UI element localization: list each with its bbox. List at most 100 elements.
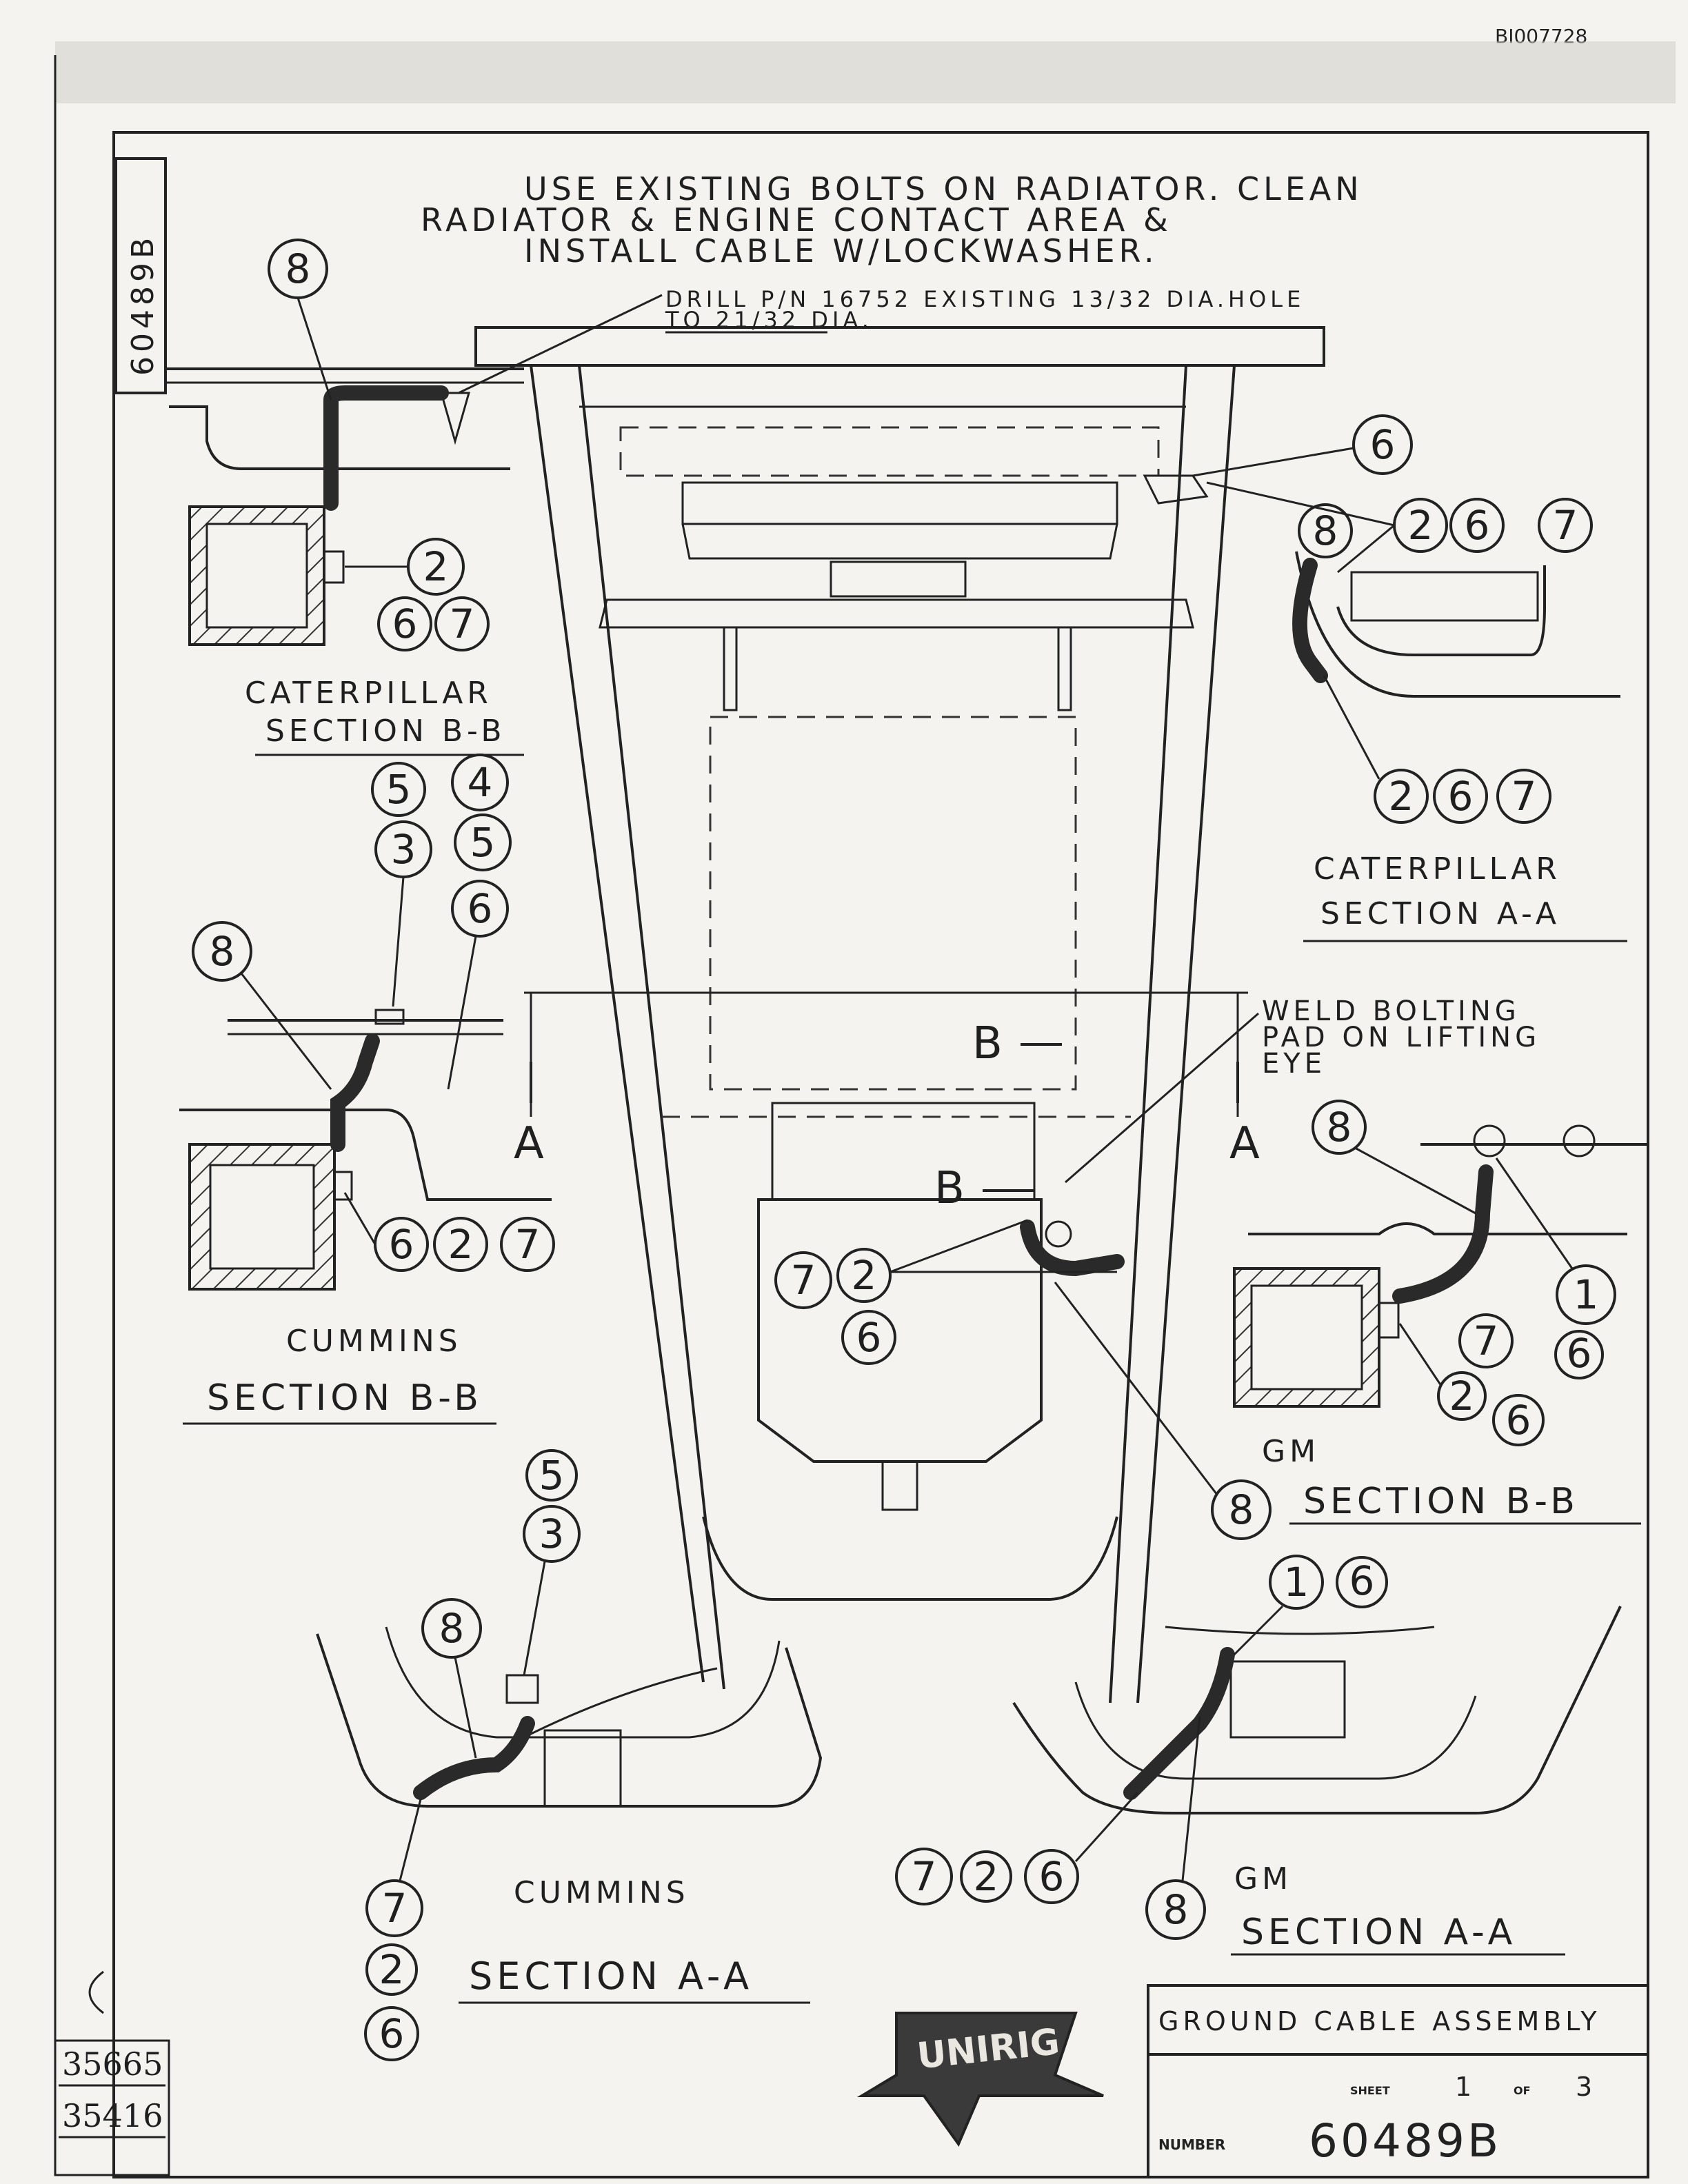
svg-text:6: 6: [856, 1314, 882, 1361]
balloon-6: 6: [841, 1310, 896, 1365]
balloon-7: 7: [365, 1879, 423, 1937]
cum-bb-name: CUMMINS: [286, 1324, 462, 1359]
svg-text:3: 3: [539, 1510, 565, 1557]
balloon-6: 6: [1352, 414, 1413, 475]
svg-text:6: 6: [1448, 773, 1474, 820]
svg-text:5: 5: [539, 1452, 565, 1499]
svg-text:2: 2: [448, 1221, 474, 1268]
svg-text:8: 8: [285, 245, 311, 292]
cat-bb-title: SECTION B-B: [265, 714, 506, 749]
drill-note-2: TO 21/32 DIA.: [665, 307, 873, 333]
svg-text:7: 7: [1553, 502, 1578, 549]
svg-text:6: 6: [1370, 421, 1396, 468]
balloon-7: 7: [895, 1848, 953, 1905]
cut-label-a-left: A: [514, 1118, 548, 1169]
balloon-7: 7: [1458, 1313, 1514, 1368]
svg-text:7: 7: [912, 1853, 937, 1900]
gm-bb-view: [1233, 1124, 1648, 1408]
balloon-1: 1: [1556, 1264, 1616, 1325]
drawing-number: 60489B: [1309, 2114, 1501, 2167]
balloon-8: 8: [1312, 1100, 1367, 1155]
svg-text:7: 7: [515, 1221, 541, 1268]
weld-note-2: PAD ON LIFTING: [1262, 1022, 1540, 1053]
svg-text:2: 2: [379, 1946, 405, 1993]
svg-text:7: 7: [791, 1257, 816, 1304]
balloon-8: 8: [192, 921, 252, 982]
note-line-1: USE EXISTING BOLTS ON RADIATOR. CLEAN: [524, 170, 1363, 208]
cum-aa-title: SECTION A-A: [469, 1954, 753, 1998]
cut-label-a-right: A: [1229, 1118, 1264, 1169]
drill-note-1: DRILL P/N 16752 EXISTING 13/32 DIA.HOLE: [665, 286, 1305, 312]
balloon-5: 5: [371, 762, 426, 817]
sheet-total: 3: [1576, 2072, 1592, 2102]
balloon-6: 6: [364, 2006, 419, 2061]
cummins-aa-view: [316, 1626, 823, 1808]
cat-aa-name: CATERPILLAR: [1314, 851, 1561, 887]
balloon-3: 3: [523, 1505, 581, 1563]
balloon-6: 6: [1554, 1330, 1604, 1379]
cummins-bb-view: [179, 1009, 552, 1291]
gm-bb-title: SECTION B-B: [1303, 1481, 1579, 1522]
svg-text:2: 2: [1449, 1373, 1475, 1419]
balloon-1: 1: [1269, 1555, 1324, 1610]
svg-text:6: 6: [1349, 1557, 1375, 1604]
drawing-border: [112, 131, 1649, 2178]
margin-number-2: 35416: [62, 2097, 163, 2134]
svg-text:7: 7: [450, 600, 475, 647]
balloon-6: 6: [374, 1217, 429, 1272]
svg-text:2: 2: [974, 1853, 999, 1900]
balloon-2: 2: [1393, 498, 1448, 553]
drill-leader: [458, 294, 663, 394]
svg-text:6: 6: [1465, 502, 1490, 549]
scan-noise-band: [55, 41, 1676, 103]
balloon-7: 7: [434, 596, 490, 651]
weld-leader: [1065, 1012, 1259, 1184]
balloon-6: 6: [1492, 1394, 1545, 1446]
balloon-6: 6: [451, 880, 509, 938]
svg-text:6: 6: [1039, 1853, 1065, 1900]
title-block-title: GROUND CABLE ASSEMBLY: [1158, 2006, 1601, 2036]
balloon-group: 8 2 6 7 5 4 3 5 6 8 6 2 7 5 3 8 7 2 6 7 …: [192, 239, 1616, 2061]
number-label: NUMBER: [1158, 2136, 1225, 2153]
left-margin-notes: 35665 35416: [54, 1970, 170, 2176]
svg-text:5: 5: [470, 819, 496, 866]
cut-label-b-lower: B: [934, 1163, 969, 1214]
svg-text:8: 8: [1327, 1104, 1352, 1151]
balloon-8: 8: [1145, 1879, 1206, 1940]
svg-text:8: 8: [1163, 1886, 1189, 1933]
balloon-4: 4: [451, 754, 509, 811]
balloon-2: 2: [960, 1850, 1012, 1903]
gm-aa-title: SECTION A-A: [1241, 1912, 1516, 1953]
svg-text:2: 2: [852, 1252, 877, 1299]
svg-text:7: 7: [382, 1885, 408, 1932]
svg-text:5: 5: [386, 766, 412, 813]
svg-text:4: 4: [468, 759, 493, 806]
gm-aa-view: [1012, 1606, 1622, 1814]
of-label: OF: [1514, 2084, 1531, 2097]
svg-text:2: 2: [1389, 773, 1414, 820]
svg-text:6: 6: [468, 885, 493, 932]
cat-bb-name: CATERPILLAR: [245, 676, 492, 711]
balloon-8: 8: [1211, 1479, 1272, 1540]
sheet-label: SHEET: [1350, 2084, 1390, 2097]
gm-aa-name: GM: [1234, 1861, 1292, 1897]
side-number-box: 60489B: [114, 157, 167, 394]
balloon-6: 6: [1433, 769, 1488, 824]
weld-note-1: WELD BOLTING: [1262, 995, 1520, 1027]
balloon-2: 2: [433, 1217, 488, 1272]
balloon-5: 5: [454, 813, 512, 871]
svg-text:6: 6: [1567, 1330, 1592, 1377]
balloon-7: 7: [774, 1251, 832, 1309]
svg-text:8: 8: [439, 1605, 465, 1652]
balloon-2: 2: [836, 1248, 892, 1303]
cum-aa-name: CUMMINS: [514, 1875, 690, 1910]
svg-text:6: 6: [1506, 1397, 1531, 1444]
balloon-6: 6: [377, 596, 432, 651]
svg-text:8: 8: [210, 928, 235, 975]
svg-text:3: 3: [391, 826, 416, 873]
svg-text:2: 2: [423, 543, 449, 590]
balloon-6: 6: [1024, 1849, 1079, 1904]
note-line-2: RADIATOR & ENGINE CONTACT AREA &: [421, 201, 1172, 239]
svg-text:2: 2: [1408, 502, 1434, 549]
balloon-3: 3: [374, 820, 432, 878]
